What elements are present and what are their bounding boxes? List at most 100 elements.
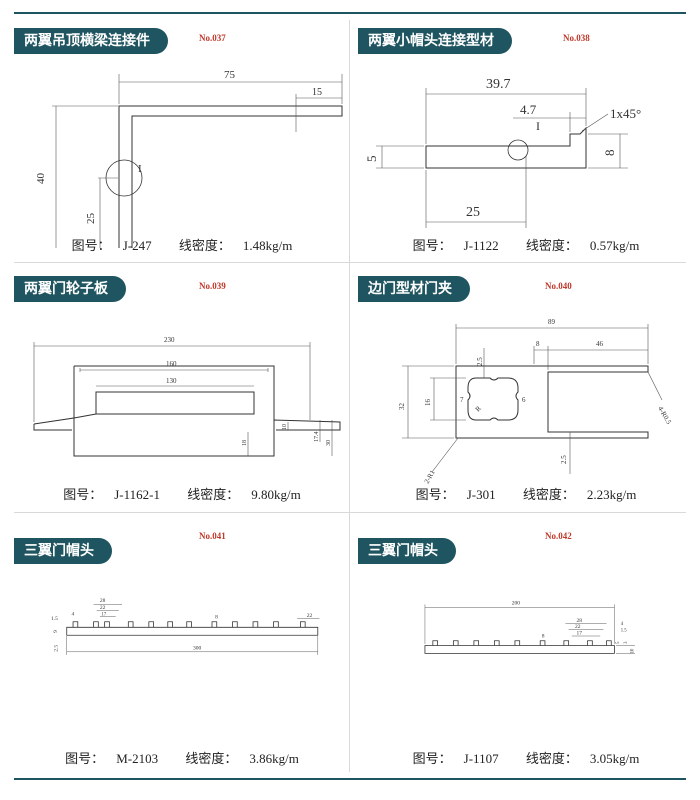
dim-text: 22 — [100, 605, 106, 611]
product-number: No.040 — [545, 281, 572, 291]
caption: 图号： M-2103 线密度： 3.86kg/m — [14, 748, 350, 767]
figure-label: 图号： — [63, 487, 103, 502]
dim-text: 1x45° — [610, 106, 641, 121]
dim-text: 6 — [522, 396, 526, 404]
column-divider — [349, 20, 350, 772]
dim-text: 28 — [577, 618, 583, 624]
dim-text: 25 — [85, 213, 97, 225]
linear-density: 3.05kg/m — [589, 751, 640, 766]
dim-text: 200 — [512, 600, 521, 606]
product-number: No.038 — [563, 33, 590, 43]
linear-density: 1.48kg/m — [242, 238, 293, 253]
figure-number: J-301 — [466, 487, 496, 502]
density-label: 线密度： — [178, 238, 231, 253]
figure-number: M-2103 — [116, 751, 159, 766]
dim-text: 160 — [166, 360, 177, 368]
detail-label: I — [536, 119, 540, 133]
dim-text: 4-R0.5 — [656, 405, 673, 426]
panel-title: 两翼小帽头连接型材 — [358, 28, 512, 54]
product-number: No.039 — [199, 281, 226, 291]
dim-text: 2-R1 — [423, 468, 437, 485]
figure-label: 图号： — [412, 751, 452, 766]
dim-text: 3 — [624, 641, 629, 644]
panel-title: 两翼吊顶横梁连接件 — [14, 28, 168, 54]
panel-041: 三翼门帽头 No.041 28 22 17 1.5 4 9 8 22 2.5 3… — [14, 526, 350, 776]
dim-text: 230 — [164, 336, 175, 344]
profile-drawing: 39.7 4.7 1x45° 5 8 25 I — [364, 77, 641, 228]
caption: 图号： J-1107 线密度： 3.05kg/m — [358, 748, 694, 767]
dim-text: 300 — [193, 645, 202, 651]
profile-drawing: 28 22 17 1.5 4 9 8 22 2.5 300 — [51, 598, 320, 655]
density-label: 线密度： — [525, 238, 578, 253]
figure-label: 图号： — [71, 238, 111, 253]
dim-text: 17 — [577, 630, 583, 636]
density-label: 线密度： — [187, 487, 240, 502]
dim-text: 8 — [215, 615, 218, 621]
dim-text: 9 — [53, 630, 59, 633]
dim-text: 1.5 — [51, 616, 58, 622]
dim-text: 4 — [71, 611, 74, 617]
dim-text: 4.7 — [520, 102, 537, 117]
figure-number: J-1122 — [463, 238, 499, 253]
panel-039: 两翼门轮子板 No.039 230 160 130 18 10 17.4 30 … — [14, 276, 350, 526]
density-label: 线密度： — [185, 751, 238, 766]
bottom-border — [14, 778, 686, 780]
profile-drawing: 89 8 46 4-R0.5 2.5 32 16 7 6 R 2.5 2-R1 — [398, 318, 673, 485]
figure-label: 图号： — [65, 751, 105, 766]
dim-text: 17 — [101, 612, 106, 617]
linear-density: 3.86kg/m — [249, 751, 299, 766]
caption: 图号： J-1162-1 线密度： 9.80kg/m — [14, 484, 350, 503]
dim-text: 22 — [575, 624, 581, 630]
density-label: 线密度： — [522, 487, 575, 502]
panel-038: 两翼小帽头连接型材 No.038 39.7 4.7 1x45° 5 8 25 I… — [358, 28, 694, 278]
caption: 图号： J-1122 线密度： 0.57kg/m — [358, 235, 694, 254]
panel-title: 三翼门帽头 — [14, 538, 112, 564]
figure-label: 图号： — [412, 238, 452, 253]
dim-text: 10 — [282, 424, 288, 430]
panel-037: 两翼吊顶横梁连接件 No.037 75 15 40 25 I 图号：J-247 … — [14, 28, 350, 278]
caption: 图号： J-247 线密度： 1.48kg/m — [14, 235, 350, 254]
dim-text: 32 — [398, 403, 406, 411]
dim-text: 4 — [621, 622, 624, 627]
panel-040: 边门型材门夹 No.040 89 8 46 4-R0.5 2.5 32 16 7… — [358, 276, 694, 526]
dim-text: 1.5 — [621, 628, 628, 633]
density-label: 线密度： — [525, 751, 578, 766]
product-number: No.037 — [199, 33, 226, 43]
panel-title: 两翼门轮子板 — [14, 276, 126, 302]
dim-text: 17.4 — [314, 432, 320, 443]
linear-density: 2.23kg/m — [586, 487, 637, 502]
dim-text: 89 — [548, 318, 556, 326]
dim-text: R — [474, 404, 483, 413]
panel-title: 边门型材门夹 — [358, 276, 470, 302]
dim-text: 2.5 — [560, 455, 568, 464]
dim-text: 130 — [166, 377, 177, 385]
dim-text: 46 — [596, 340, 604, 348]
product-number: No.042 — [545, 531, 572, 541]
dim-text: 18 — [242, 440, 248, 446]
panel-title: 三翼门帽头 — [358, 538, 456, 564]
figure-label: 图号： — [415, 487, 455, 502]
product-number: No.041 — [199, 531, 226, 541]
dim-text: 30 — [326, 440, 332, 446]
dim-text: 5 — [364, 156, 379, 163]
dim-text: 8 — [602, 150, 617, 157]
profile-drawing: 230 160 130 18 10 17.4 30 — [33, 336, 341, 457]
profile-drawing: 200 28 22 17 8 4 1.5 5 3 10 — [424, 600, 635, 654]
dim-text: 39.7 — [486, 77, 511, 92]
dim-text: 2.5 — [476, 357, 484, 366]
dim-text: 28 — [100, 598, 106, 604]
figure-number: J-1162-1 — [114, 487, 160, 502]
dim-text: 7 — [460, 396, 464, 404]
dim-text: 22 — [307, 613, 313, 619]
linear-density: 0.57kg/m — [589, 238, 640, 253]
figure-number: J-1107 — [463, 751, 499, 766]
dim-text: 16 — [424, 399, 432, 407]
row-divider — [14, 512, 686, 513]
dim-text: 15 — [312, 87, 322, 98]
top-border — [14, 12, 686, 14]
dim-text: 8 — [536, 340, 540, 348]
figure-number: J-247 — [122, 238, 152, 253]
row-divider — [14, 262, 686, 263]
linear-density: 9.80kg/m — [251, 487, 301, 502]
panel-042: 三翼门帽头 No.042 200 28 22 17 8 4 1.5 5 3 10… — [358, 526, 694, 776]
